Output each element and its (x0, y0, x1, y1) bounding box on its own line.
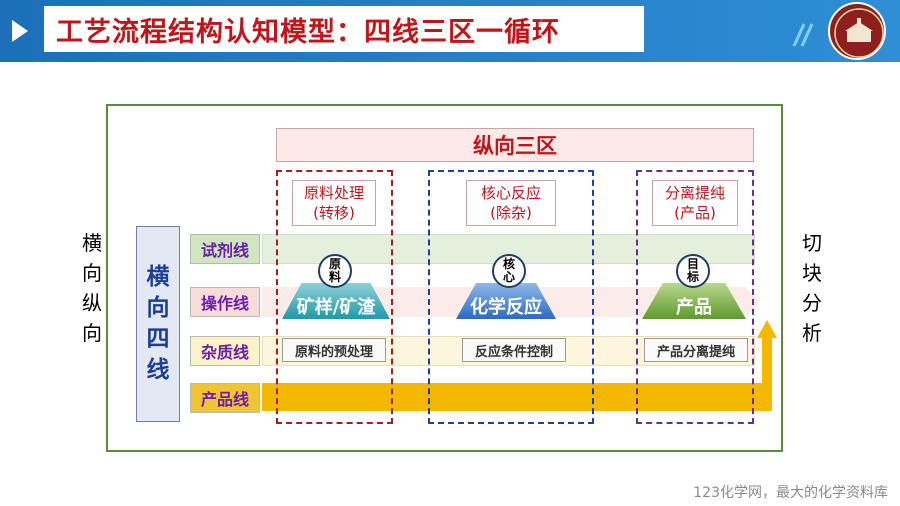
zone-label-core: 核心反应 (除杂) (466, 180, 556, 226)
circle-char: 心 (502, 270, 515, 284)
side-char: 切 (802, 231, 822, 255)
title-box: 工艺流程结构认知模型：四线三区一循环 (44, 6, 644, 52)
side-char: 析 (802, 321, 822, 345)
zone-raw-material (276, 170, 393, 424)
slash-deco-icon (792, 23, 814, 47)
four-lines-label: 横 向 四 线 (136, 226, 180, 422)
play-arrow-icon (12, 20, 28, 42)
side-char: 纵 (82, 291, 102, 315)
zone-label-separation: 分离提纯 (产品) (652, 180, 738, 226)
side-char: 向 (82, 321, 102, 345)
zone-label-line: (转移) (313, 204, 355, 222)
line-label-reagent: 试剂线 (190, 234, 260, 264)
vert-char: 四 (146, 326, 170, 352)
circle-char: 料 (328, 270, 341, 284)
circle-target: 目 标 (676, 254, 710, 288)
zone-label-line: 原料处理 (303, 184, 364, 202)
zone-label-line: (产品) (674, 204, 716, 222)
process-reaction-control: 反应条件控制 (462, 338, 566, 362)
zone-label-line: 分离提纯 (664, 184, 725, 202)
side-label-right: 切 块 分 析 (800, 228, 824, 348)
zone-label-raw: 原料处理 (转移) (292, 180, 376, 226)
side-char: 横 (82, 231, 102, 255)
zone-label-line: 核心反应 (480, 184, 541, 202)
circle-raw: 原 料 (318, 254, 352, 288)
circle-core: 核 心 (492, 254, 526, 288)
slide-title: 工艺流程结构认知模型：四线三区一循环 (56, 16, 560, 48)
process-pretreatment: 原料的预处理 (282, 338, 386, 362)
side-char: 向 (82, 261, 102, 285)
cycle-up-bar (762, 336, 772, 411)
circle-char: 目 (686, 257, 699, 271)
side-char: 块 (802, 261, 822, 285)
header-bar: 工艺流程结构认知模型：四线三区一循环 (0, 0, 900, 62)
zones-title: 纵向三区 (276, 128, 754, 162)
circle-char: 核 (502, 257, 515, 271)
line-label-operation: 操作线 (190, 287, 260, 317)
university-seal-icon (828, 2, 886, 60)
process-separation: 产品分离提纯 (644, 338, 748, 362)
vert-char: 横 (146, 264, 170, 290)
vert-char: 线 (146, 357, 170, 383)
trapezoid-ore: 矿样/矿渣 (282, 283, 390, 319)
zone-label-line: (除杂) (490, 204, 532, 222)
zone-core-reaction (428, 170, 594, 424)
line-label-product: 产品线 (190, 383, 260, 413)
side-label-left: 横 向 纵 向 (80, 228, 104, 348)
circle-char: 原 (328, 257, 341, 271)
footer-watermark: 123化学网，最大的化学资料库 (693, 485, 888, 501)
circle-char: 标 (686, 270, 699, 284)
line-label-impurity: 杂质线 (190, 336, 260, 366)
vert-char: 向 (146, 295, 170, 321)
cycle-up-arrow-icon (757, 320, 777, 338)
zone-separation (636, 170, 754, 424)
side-char: 分 (802, 291, 822, 315)
product-line-arrow (262, 383, 768, 411)
